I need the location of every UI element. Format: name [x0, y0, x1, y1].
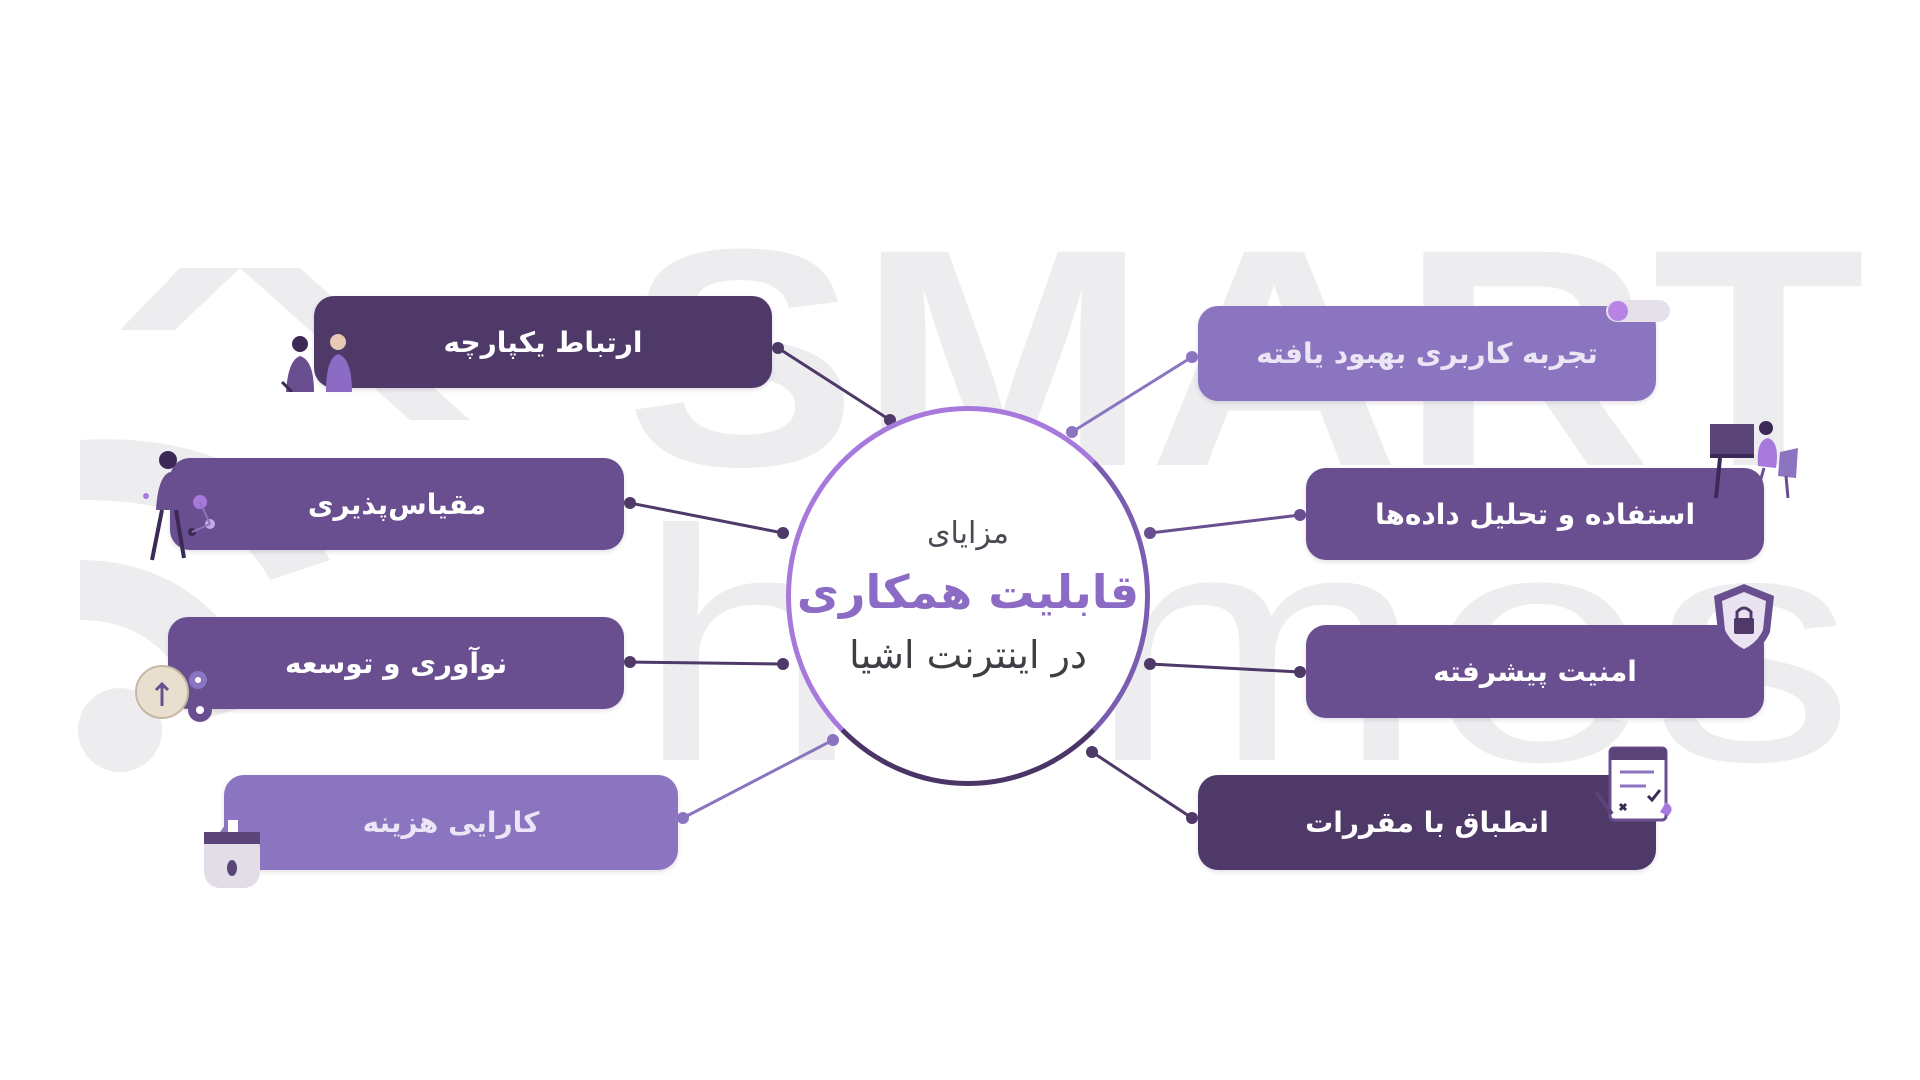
checklist-document-icon [1594, 746, 1672, 822]
node-dot [772, 342, 784, 354]
node-dot [1144, 527, 1156, 539]
node-dot [777, 527, 789, 539]
two-people-talking-icon [280, 334, 352, 392]
node-dot [827, 734, 839, 746]
benefit-label: ارتباط یکپارچه [443, 325, 643, 359]
benefit-label: استفاده و تحلیل داده‌ها [1374, 497, 1696, 531]
connector-right-4 [1091, 750, 1193, 820]
benefit-card-cost-efficiency: کارایی هزینه [224, 775, 678, 870]
connector-left-3 [629, 660, 784, 666]
node-dot [1086, 746, 1098, 758]
center-hub-text: مزایای قابلیت همکاری در اینترنت اشیا [786, 406, 1150, 786]
connector-right-3 [1149, 662, 1301, 674]
benefit-card-advanced-security: امنیت پیشرفته [1306, 625, 1764, 718]
benefit-card-scalability: مقیاس‌پذیری [170, 458, 624, 550]
node-dot [1294, 509, 1306, 521]
node-dot [624, 497, 636, 509]
benefit-card-innovation: نوآوری و توسعه [168, 617, 624, 709]
person-with-molecules-icon [143, 451, 215, 561]
center-hub-circle [786, 406, 1150, 786]
node-dot [677, 812, 689, 824]
node-dot [1186, 351, 1198, 363]
benefit-label: نوآوری و توسعه [284, 646, 508, 680]
node-dot [1186, 812, 1198, 824]
benefit-label: امنیت پیشرفته [1433, 655, 1637, 688]
connector-right-2 [1149, 513, 1301, 535]
benefit-label: تجربه کاربری بهبود یافته [1256, 337, 1598, 370]
connector-left-2 [629, 501, 784, 535]
wallet-house-icon [204, 810, 260, 888]
node-dot [777, 658, 789, 670]
shield-lock-icon [1714, 584, 1774, 658]
center-title-prefix: مزایای [927, 515, 1009, 551]
connector-right-1 [1071, 355, 1193, 434]
center-title-suffix: در اینترنت اشیا [849, 632, 1087, 677]
benefit-label: مقیاس‌پذیری [307, 487, 487, 521]
center-title-main: قابلیت همکاری [796, 564, 1140, 619]
node-dot [1066, 426, 1078, 438]
toggle-switch-icon [1606, 300, 1670, 322]
connector-left-4 [682, 738, 834, 820]
benefit-label: کارایی هزینه [362, 806, 540, 839]
benefit-label: انطباق با مقررات [1305, 806, 1549, 839]
benefit-card-data-analytics: استفاده و تحلیل داده‌ها [1306, 468, 1764, 560]
benefit-card-user-experience: تجربه کاربری بهبود یافته [1198, 306, 1656, 401]
benefit-card-seamless-communication: ارتباط یکپارچه [314, 296, 772, 388]
node-dot [1144, 658, 1156, 670]
node-dot [624, 656, 636, 668]
benefit-card-regulatory-compliance: انطباق با مقررات [1198, 775, 1656, 870]
connector-left-1 [777, 346, 891, 422]
lightbulb-gears-icon [135, 665, 212, 722]
person-at-computer-icon [1710, 421, 1798, 499]
node-dot [1294, 666, 1306, 678]
